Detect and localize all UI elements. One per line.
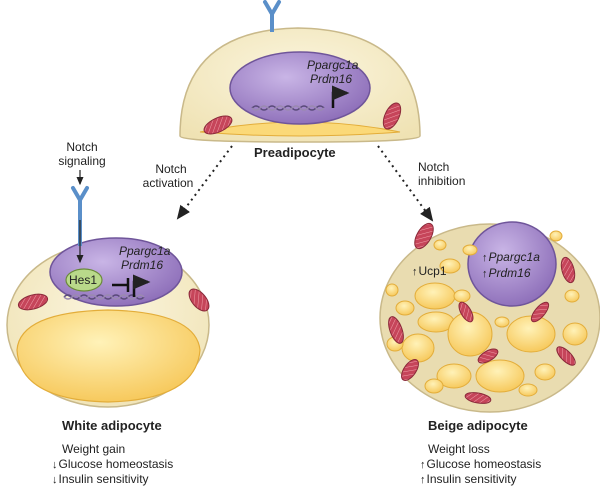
notch-signaling-label-2: signaling	[58, 154, 106, 168]
notch-inhibition-label-2: inhibition	[418, 174, 466, 188]
notch-activation-label-2: activation	[142, 176, 194, 190]
beige-adipocyte-cell	[379, 221, 600, 413]
transcription-arrow-icon	[132, 274, 151, 297]
white-gene-1: Ppargc1a	[119, 244, 171, 258]
white-effect-2: ↓Insulin sensitivity	[52, 472, 149, 486]
white-adipocyte-lipid	[16, 309, 201, 403]
white-weight-label: Weight gain	[62, 442, 126, 456]
mitochondrion-icon	[382, 102, 402, 130]
notch-receptor-icon	[263, 0, 281, 32]
preadipocyte-gene-1: Ppargc1a	[307, 58, 359, 72]
preadipocyte-lipid	[199, 121, 401, 137]
beige-weight-label: Weight loss	[428, 442, 490, 456]
preadipocyte-dna	[251, 105, 325, 111]
white-effect-1: ↓Glucose homeostasis	[52, 457, 174, 471]
lipid-droplets	[385, 230, 588, 397]
preadipocyte-cell	[179, 0, 421, 143]
white-adipocyte-title: White adipocyte	[62, 418, 162, 433]
mitochondrion-icon	[17, 293, 49, 311]
beige-gene-2: ↑Prdm16	[482, 266, 531, 280]
white-gene-2: Prdm16	[121, 258, 164, 272]
beige-effect-2: ↑Insulin sensitivity	[420, 472, 517, 486]
notch-signaling-label-1: Notch	[66, 140, 98, 154]
white-adipocyte-dna	[63, 294, 145, 300]
ucp1-label: ↑Ucp1	[412, 264, 447, 278]
beige-adipocyte-title: Beige adipocyte	[428, 418, 528, 433]
notch-inhibition-label-1: Notch	[418, 160, 450, 174]
beige-adipocyte-nucleus	[467, 221, 557, 307]
mitochondria	[388, 222, 576, 404]
notch-activation-label-1: Notch	[155, 162, 187, 176]
hes1-repressor-icon	[65, 268, 103, 292]
beige-gene-1: ↑Ppargc1a	[482, 250, 540, 264]
preadipocyte-gene-2: Prdm16	[310, 72, 353, 86]
hes1-label: Hes1	[69, 273, 98, 287]
preadipocyte-title: Preadipocyte	[254, 145, 336, 160]
beige-effect-1: ↑Glucose homeostasis	[420, 457, 542, 471]
mitochondrion-icon	[203, 115, 233, 135]
white-adipocyte-cell	[6, 170, 210, 408]
mitochondrion-icon	[188, 288, 210, 312]
transcription-arrow-icon	[331, 85, 350, 108]
